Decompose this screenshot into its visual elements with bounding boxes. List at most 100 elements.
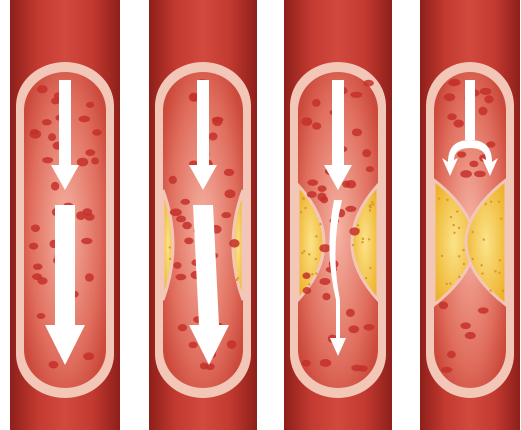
plaque-speckle [499,259,501,261]
plaque-speckle [369,267,371,269]
red-blood-cell-icon [320,359,332,367]
plaque-speckle [362,238,364,240]
plaque-speckle [458,255,460,257]
red-blood-cell-icon [362,149,371,157]
red-blood-cell-icon [444,93,455,101]
red-blood-cell-icon [352,128,362,136]
red-blood-cell-icon [189,93,198,102]
plaque-speckle [498,272,500,274]
artery-stage-1 [10,0,120,430]
red-blood-cell-icon [182,222,192,230]
red-blood-cell-icon [363,324,374,331]
plaque-speckle [308,283,310,285]
red-blood-cell-icon [33,264,43,270]
plaque-speckle [303,250,305,252]
red-blood-cell-icon [212,117,222,126]
red-blood-cell-icon [85,149,95,156]
plaque-speckle [485,203,487,205]
red-blood-cell-icon [76,211,85,220]
plaque-speckle [315,235,317,237]
red-blood-cell-icon [227,340,237,349]
plaque-speckle [371,201,373,203]
plaque-speckle [361,241,363,243]
red-blood-cell-icon [42,157,53,163]
plaque-speckle [315,258,317,260]
plaque-speckle [300,211,302,213]
red-blood-cell-icon [359,365,368,372]
red-blood-cell-icon [469,161,478,167]
red-blood-cell-icon [224,169,234,176]
plaque-speckle [453,232,455,234]
red-blood-cell-icon [229,239,240,247]
red-blood-cell-icon [348,325,359,333]
plaque-speckle [456,210,458,212]
plaque-speckle [304,207,306,209]
red-blood-cell-icon [51,182,59,191]
red-blood-cell-icon [307,191,317,198]
red-blood-cell-icon [86,102,94,108]
red-blood-cell-icon [460,322,470,329]
red-blood-cell-icon [349,227,359,235]
artery-stage-3 [284,0,392,430]
red-blood-cell-icon [81,238,92,244]
plaque-speckle [481,272,483,274]
red-blood-cell-icon [317,193,326,202]
red-blood-cell-icon [307,179,318,186]
red-blood-cell-icon [453,119,464,127]
plaque-speckle [449,282,451,284]
red-blood-cell-icon [301,117,312,126]
red-blood-cell-icon [37,277,47,284]
red-blood-cell-icon [322,293,330,300]
red-blood-cell-icon [79,116,91,123]
red-blood-cell-icon [170,208,182,216]
plaque-speckle [352,244,354,246]
plaque-speckle [483,238,485,240]
red-blood-cell-icon [30,129,38,135]
red-blood-cell-icon [178,324,187,331]
plaque-speckle [462,249,464,251]
plaque-speckle [438,198,440,200]
red-blood-cell-icon [84,213,94,220]
red-blood-cell-icon [42,119,52,125]
red-blood-cell-icon [439,301,448,309]
red-blood-cell-icon [85,273,94,281]
red-blood-cell-icon [350,92,362,98]
red-blood-cell-icon [345,206,356,212]
plaque-speckle [450,216,452,218]
flow-arrow-icon [465,80,475,140]
plaque-speckle [502,290,504,292]
plaque-speckle [308,253,310,255]
red-blood-cell-icon [301,360,310,367]
plaque-speckle [452,224,454,226]
red-blood-cell-icon [449,79,461,86]
plaque-speckle [169,246,171,248]
red-blood-cell-icon [478,107,487,116]
red-blood-cell-icon [31,224,40,231]
red-blood-cell-icon [184,238,193,245]
plaque-speckle [311,273,313,275]
red-blood-cell-icon [48,133,56,141]
plaque-speckle [480,264,482,266]
red-blood-cell-icon [176,216,186,223]
plaque-speckle [446,199,448,201]
red-blood-cell-icon [319,278,330,285]
plaque-speckle [372,203,374,205]
red-blood-cell-icon [312,99,320,107]
red-blood-cell-icon [221,212,231,218]
plaque-speckle [458,227,460,229]
plaque-speckle [463,263,465,265]
red-blood-cell-icon [37,85,48,93]
red-blood-cell-icon [181,199,191,205]
plaque-speckle [472,258,474,260]
red-blood-cell-icon [209,132,218,140]
red-blood-cell-icon [460,170,472,178]
red-blood-cell-icon [189,342,198,349]
plaque-speckle [169,258,171,260]
red-blood-cell-icon [205,363,214,370]
plaque-speckle [301,252,303,254]
plaque-speckle [500,218,502,220]
plaque-speckle [302,197,304,199]
plaque-speckle [365,277,367,279]
plaque-speckle [237,277,239,279]
